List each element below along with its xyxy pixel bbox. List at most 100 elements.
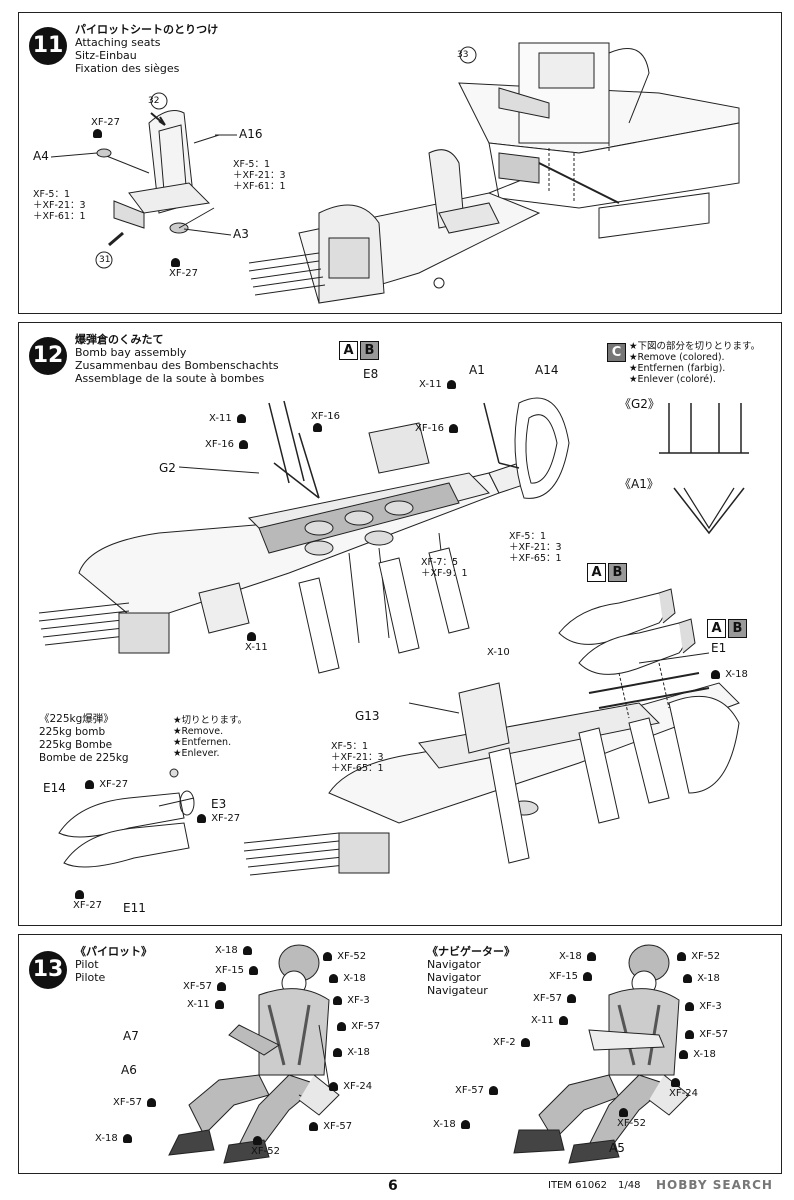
pilot-paint-xf57d: XF-57: [307, 1121, 352, 1132]
step-number: 11: [29, 27, 67, 65]
nav-paint-xf57a: XF-57: [533, 993, 578, 1004]
step-number: 13: [29, 951, 67, 989]
paint-bottle-icon: [460, 1119, 470, 1129]
paint-bottle-icon: [313, 422, 322, 432]
title-jp: 爆弾倉のくみたて: [75, 333, 164, 346]
paint-bottle-icon: [685, 1029, 694, 1039]
callout-33: 33: [457, 50, 469, 60]
ref-a1: 《A1》: [619, 477, 659, 491]
paint-xf27-top: XF-27: [91, 117, 120, 139]
nav-paint-x18d: X-18: [677, 1049, 716, 1060]
pilot-title-en: Pilot: [75, 958, 99, 971]
paint-xf27-c: XF-27: [73, 889, 102, 911]
nav-paint-xf52b: XF-52: [617, 1107, 646, 1129]
paint-x11-a: X-11: [419, 379, 458, 390]
part-a14: A14: [535, 363, 559, 377]
pilot-title-jp: 《パイロット》: [75, 945, 152, 958]
paint-bottle-icon: [171, 257, 180, 267]
paint-xf27-a: XF-27: [83, 779, 128, 790]
pilot-paint-xf52b: XF-52: [251, 1135, 280, 1157]
seat-assembly-drawing: [50, 42, 740, 304]
paint-bottle-icon: [567, 993, 577, 1003]
paint-bottle-icon: [333, 1047, 342, 1057]
nav-paint-xf57c: XF-57: [683, 1029, 728, 1040]
paint-xf16-c: XF-16: [415, 423, 460, 434]
part-e8: E8: [363, 367, 379, 381]
paint-bottle-icon: [122, 1133, 132, 1143]
nav-title-jp: 《ナビゲーター》: [427, 945, 515, 958]
item-number: ITEM 61062: [548, 1180, 607, 1191]
pilot-paint-x11: X-11: [187, 999, 226, 1010]
paint-bottle-icon: [75, 889, 84, 899]
pilot-paint-xf15: XF-15: [215, 965, 260, 976]
pilot-title-fr: Pilote: [75, 971, 106, 984]
paint-bottle-icon: [236, 413, 246, 423]
paint-bottle-icon: [583, 971, 593, 981]
nav-paint-xf3: XF-3: [683, 1001, 722, 1012]
nav-paint-xf57b: XF-57: [455, 1085, 500, 1096]
step-11-panel: 11 パイロットシートのとりつけ Attaching seats Sitz-Ei…: [18, 12, 782, 314]
remove-colored-note: ★下図の部分を切りとります。 ★Remove (colored). ★Entfe…: [629, 341, 761, 385]
scale-label: 1/48: [618, 1180, 641, 1191]
part-e1: E1: [711, 641, 727, 655]
nav-title-en: Navigator: [427, 958, 481, 971]
title-jp: パイロットシートのとりつけ: [75, 23, 219, 36]
part-g2: G2: [159, 461, 176, 475]
paint-bottle-icon: [147, 1097, 157, 1107]
step-titles: パイロットシートのとりつけ Attaching seats Sitz-Einba…: [75, 23, 218, 75]
part-e14: E14: [43, 781, 66, 795]
pilot-part-a7: A7: [123, 1029, 139, 1043]
nav-paint-x18a: X-18: [559, 951, 598, 962]
paint-xf27-bottom: XF-27: [169, 257, 198, 279]
step-12-panel: 12 爆弾倉のくみたて Bomb bay assembly Zusammenba…: [18, 322, 782, 926]
part-g13: G13: [355, 709, 380, 723]
paint-bottle-icon: [679, 1049, 688, 1059]
paint-mix-a14: XF-5：1 ＋XF-21：3 ＋XF-65：1: [509, 531, 562, 564]
title-de: Sitz-Einbau: [75, 49, 137, 62]
paint-bottle-icon: [239, 439, 249, 449]
pilot-paint-xf57c: XF-57: [335, 1021, 380, 1032]
bomb-bay-drawing: [38, 397, 749, 876]
paint-mix-right: XF-5：1 ＋XF-21：3 ＋XF-61：1: [233, 159, 286, 192]
title-de: Zusammenbau des Bombenschachts: [75, 359, 279, 372]
paint-bottle-icon: [671, 1077, 680, 1087]
pilot-paint-xf52a: XF-52: [321, 951, 366, 962]
paint-x10: X-10: [487, 647, 510, 658]
paint-xf27-b: XF-27: [195, 813, 240, 824]
paint-x11-c: X-11: [245, 631, 268, 653]
paint-bottle-icon: [249, 965, 259, 975]
nav-paint-xf2: XF-2: [493, 1037, 532, 1048]
nav-title-fr: Navigateur: [427, 984, 488, 997]
paint-bottle-icon: [329, 973, 338, 983]
paint-bottle-icon: [333, 995, 342, 1005]
paint-bottle-icon: [337, 1021, 346, 1031]
nav-paint-x18b: X-18: [433, 1119, 472, 1130]
step-titles: 爆弾倉のくみたて Bomb bay assembly Zusammenbau d…: [75, 333, 279, 385]
figures-drawing: [168, 944, 690, 1164]
paint-bottle-icon: [197, 813, 206, 823]
nav-part-a5: A5: [609, 1141, 625, 1155]
paint-bottle-icon: [247, 631, 256, 641]
paint-bottle-icon: [93, 128, 102, 138]
paint-bottle-icon: [242, 945, 252, 955]
step-13-panel: 13 《パイロット》 Pilot Pilote 《ナビゲーター》 Navigat…: [18, 934, 782, 1174]
step-number: 12: [29, 337, 67, 375]
paint-bottle-icon: [677, 951, 686, 961]
part-a16: A16: [239, 127, 263, 141]
paint-bottle-icon: [329, 1081, 338, 1091]
paint-bottle-icon: [217, 981, 227, 991]
paint-bottle-icon: [253, 1135, 262, 1145]
marker-a: A: [587, 563, 606, 582]
paint-x11-b: X-11: [209, 413, 248, 424]
pilot-paint-x18a: X-18: [215, 945, 254, 956]
bomb-inset-titles: 《225kg爆弾》 225kg bomb 225kg Bombe Bombe d…: [39, 713, 129, 765]
nav-paint-xf15: XF-15: [549, 971, 594, 982]
part-a3: A3: [233, 227, 249, 241]
paint-x18: X-18: [709, 669, 748, 680]
marker-a: A: [339, 341, 358, 360]
paint-bottle-icon: [489, 1085, 499, 1095]
page-number: 6: [388, 1178, 398, 1194]
nav-paint-xf52a: XF-52: [675, 951, 720, 962]
title-fr: Assemblage de la soute à bombes: [75, 372, 265, 385]
